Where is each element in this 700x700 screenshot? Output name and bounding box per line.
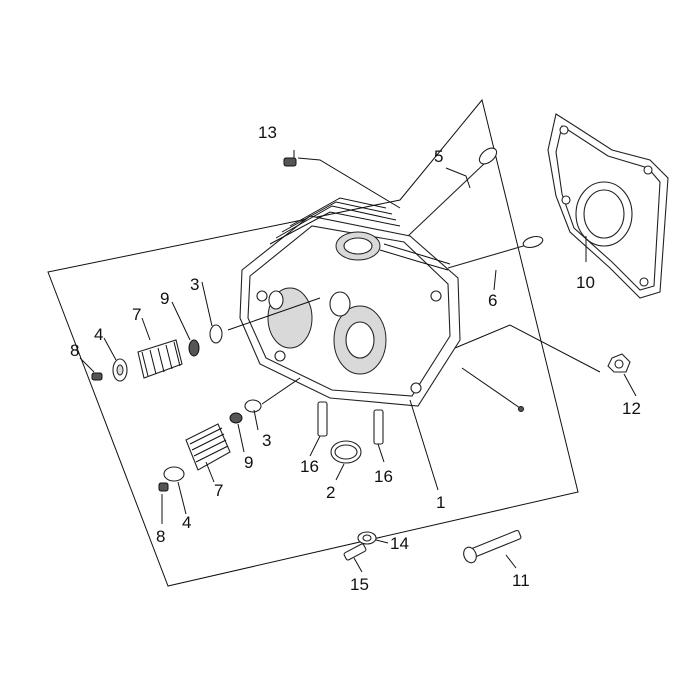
callout-15: 15: [350, 575, 369, 594]
callout-16-left: 16: [300, 457, 319, 476]
spring-seat-upper: [209, 324, 223, 344]
callout-13: 13: [258, 123, 277, 142]
valve-spring-lower: [185, 423, 231, 471]
callout-7-lower: 7: [214, 481, 223, 500]
callout-3-upper: 3: [190, 275, 199, 294]
hex-screw: [343, 543, 367, 561]
intake-valve: [407, 147, 498, 237]
callout-9-upper: 9: [160, 289, 169, 308]
head-gasket: [547, 113, 669, 299]
callout-16-right: 16: [374, 467, 393, 486]
stud-bolt-left: [317, 401, 328, 437]
callout-4-lower: 4: [182, 513, 191, 532]
valve-spring-upper: [137, 339, 183, 379]
lower-valve-train: [158, 399, 262, 492]
dowel-pin: [283, 157, 297, 167]
spring-seat-lower: [244, 399, 262, 413]
callout-3-lower: 3: [262, 431, 271, 450]
callout-8-lower: 8: [156, 527, 165, 546]
callout-10: 10: [576, 273, 595, 292]
assembly-outline: [47, 98, 579, 587]
callout-14: 14: [390, 534, 409, 553]
spring-retainer-lower: [163, 466, 185, 482]
valve-seal-upper: [188, 339, 200, 357]
cylinder-bolt: [463, 529, 522, 564]
callout-12: 12: [622, 399, 641, 418]
stud-bolt-right: [373, 409, 384, 445]
callout-5: 5: [434, 147, 443, 166]
valve-cotter-upper: [91, 372, 103, 381]
valve-cotter-lower: [158, 482, 169, 492]
callout-6: 6: [488, 291, 497, 310]
callout-7-upper: 7: [132, 305, 141, 324]
callout-8-upper: 8: [70, 341, 79, 360]
callout-labels: 13 5 6 10 12 3 9 7 4 8 3 9 7 4 8 16 16 2…: [70, 123, 641, 594]
exhaust-valve: [447, 235, 544, 269]
valve-seal-lower: [229, 412, 243, 424]
assembly-outline-inner: [454, 324, 601, 373]
upper-valve-train: [91, 324, 223, 382]
callout-11: 11: [512, 571, 530, 590]
cylinder-head: [239, 197, 461, 407]
flange-nut: [607, 353, 631, 373]
callout-2: 2: [326, 483, 335, 502]
callout-4-upper: 4: [94, 325, 103, 344]
callout-1: 1: [436, 493, 445, 512]
leader-lines: [79, 150, 637, 573]
o-ring-inner: [334, 444, 358, 460]
callout-9-lower: 9: [244, 453, 253, 472]
